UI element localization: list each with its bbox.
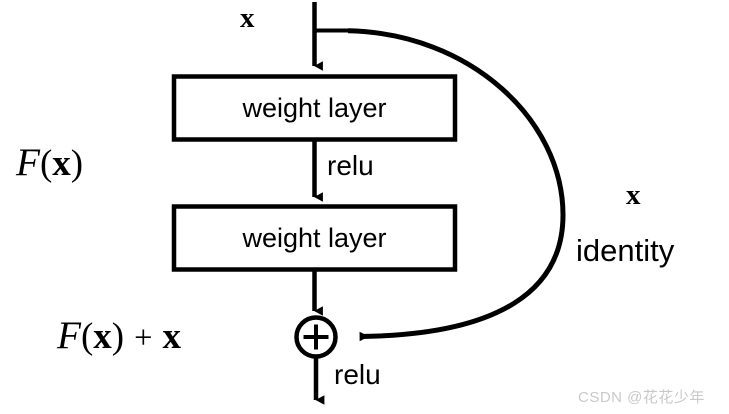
identity-x-label: x xyxy=(626,179,641,211)
weight-layer-1-label: weight layer xyxy=(242,92,387,123)
weight-layer-2-label: weight layer xyxy=(242,222,387,253)
identity-text-label: identity xyxy=(576,233,675,268)
residual-x-term: x xyxy=(162,316,181,357)
script-f-glyph: F xyxy=(16,141,40,184)
plus-operator-glyph: + xyxy=(134,320,153,356)
fx-variable-x-2: x xyxy=(93,316,112,357)
fx-close-paren: ) xyxy=(70,143,84,184)
fx-open-paren-2: ( xyxy=(80,316,94,357)
fx-open-paren: ( xyxy=(39,143,53,184)
function-fx-plus-x-label: F(x)+x xyxy=(57,316,181,355)
connector-skip-connection xyxy=(347,28,566,342)
relu-output-label: relu xyxy=(334,359,381,390)
relu-middle-label: relu xyxy=(327,150,374,181)
csdn-watermark: CSDN @花花少年 xyxy=(578,389,705,406)
weight-layer-1-box xyxy=(171,74,458,142)
fx-variable-x: x xyxy=(52,143,71,184)
input-x-label: x xyxy=(240,2,255,34)
fx-close-paren-2: ) xyxy=(111,316,125,357)
script-f-glyph-2: F xyxy=(57,314,81,357)
function-fx-label: F(x) xyxy=(16,143,83,182)
